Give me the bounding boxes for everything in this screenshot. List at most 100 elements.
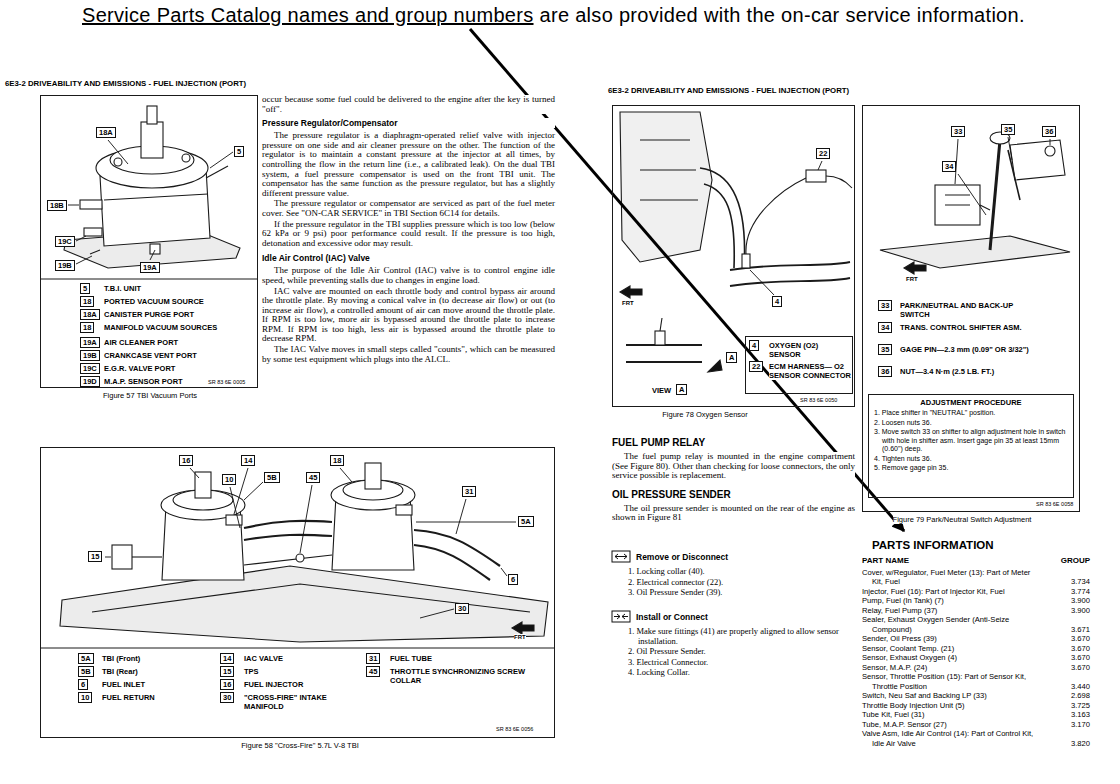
oxygen-sensor-illustration [660, 318, 662, 331]
leader-line [76, 256, 92, 264]
callout-number: 45 [306, 472, 320, 483]
source-code: SR 83 6E 0056 [496, 726, 533, 733]
legend-text: AIR CLEANER PORT [104, 338, 254, 347]
legend-text: FUEL INLET [102, 680, 214, 689]
leader-line [958, 174, 986, 215]
source-code: SR 83 6E 0058 [1036, 501, 1073, 508]
legend-key-number: 18A [83, 310, 97, 319]
legend-text: GAGE PIN—2.3 mm (0.09" OR 3/32") [900, 345, 1032, 354]
source-code: SR 83 6E 0005 [208, 379, 245, 386]
group-number: 3.734 [1071, 577, 1090, 587]
crossfire-tbi-illustration [226, 515, 242, 525]
leader-line [750, 270, 774, 295]
leader-line [420, 609, 454, 618]
shifter-illustration [980, 205, 990, 210]
group-number: 3.670 [1071, 653, 1090, 663]
callout-number: 18B [47, 200, 67, 211]
leader-line [955, 137, 1050, 215]
group-number: 3.774 [1071, 587, 1090, 597]
oxygen-sensor-illustration [700, 168, 745, 268]
tbi-illustration [84, 228, 102, 236]
legend-text: FUEL INJECTOR [244, 680, 360, 689]
shifter-illustration [945, 195, 970, 205]
tbi-illustration [141, 122, 163, 158]
tbi-illustration [147, 106, 157, 124]
part-name: Switch, Neu Saf and Backing LP (33) [862, 691, 1034, 701]
legend-key-number: 33 [881, 301, 889, 310]
legend-key: 19A [80, 337, 100, 348]
oxygen-sensor-illustration [626, 345, 702, 362]
part-name: Relay, Fuel Pump (37) [862, 606, 1034, 616]
leader-line [1050, 139, 1051, 145]
figure-caption: Figure 78 Oxygen Sensor [662, 410, 747, 419]
legend-key: 18 [80, 296, 94, 307]
callout-number: 35 [1001, 124, 1015, 135]
legend-text: ECM HARNESS— O2 SENSOR CONNECTOR [769, 362, 851, 380]
crossfire-tbi-illustration [414, 545, 490, 580]
table-header: PART NAME [862, 556, 909, 566]
callout-number: 18 [333, 456, 341, 465]
legend-key-number: 45 [369, 667, 377, 676]
callout-number: 36 [1042, 126, 1056, 137]
legend-text: PORTED VACUUM SOURCE [104, 297, 254, 306]
note-text: Service Parts Catalog names and group nu… [82, 4, 534, 26]
callout-number: 31 [465, 487, 473, 496]
legend-text: "CROSS-FIRE" INTAKE MANIFOLD [244, 693, 360, 711]
group-number: 3.670 [1071, 644, 1090, 654]
crossfire-tbi-illustration [396, 505, 412, 515]
legend-key: 19B [80, 350, 100, 361]
shifter-illustration [1010, 140, 1065, 180]
callout-number: 19B [58, 261, 72, 270]
leader-line [750, 161, 822, 295]
legend-key-number: 5 [83, 284, 87, 293]
crossfire-tbi-illustration [60, 566, 548, 642]
part-name: Sensor, Exhaust Oxygen (4) [862, 653, 1034, 663]
legend-key: 18A [80, 309, 100, 320]
tbi-illustration [150, 244, 160, 254]
legend-key: 5B [78, 666, 94, 677]
figure-frame: TBI (Front)TBI (Rear)FUEL INLETFUEL RETU… [40, 447, 555, 738]
part-name: Injector, Fuel (16): Part of Injector Ki… [862, 587, 1034, 597]
legend-text: E.G.R. VALVE PORT [104, 364, 254, 373]
procedure-step: 5. Remove gage pin 35. [874, 464, 1070, 473]
body-text: The purpose of the Idle Air Control (IAC… [262, 266, 555, 285]
legend-key: 14 [220, 653, 234, 664]
list-item: 4. Locking Collar. [628, 668, 855, 678]
legend-key-number: 4 [752, 341, 756, 350]
group-number: 3.725 [1071, 701, 1090, 711]
legend-key-number: 18 [83, 297, 91, 306]
legend-text: OXYGEN (O2) SENSOR [769, 341, 851, 359]
legend-key: 45 [366, 666, 380, 677]
legend-key: 35 [878, 344, 892, 355]
callout-number: 18A [96, 127, 116, 138]
callout-number: 5 [237, 147, 241, 156]
legend-key: 33 [878, 300, 892, 311]
callout-number: 19B [55, 260, 75, 271]
leader-line [340, 468, 352, 482]
legend-key-number: 30 [223, 693, 231, 702]
figure-caption: Figure 57 TBI Vacuum Ports [103, 391, 197, 400]
section-heading: FUEL PUMP RELAY [612, 437, 705, 449]
legend-key-number: 14 [223, 654, 231, 663]
crossfire-tbi-illustration [296, 554, 304, 562]
list-item: 1. Locking collar (40). [628, 567, 855, 577]
legend-text: TBI (Rear) [102, 667, 214, 676]
list-item: 1. Make sure fittings (41) are properly … [628, 627, 855, 646]
tbi-illustration [80, 200, 102, 209]
oxygen-sensor-illustration [730, 278, 850, 286]
legend-key-number: 16 [223, 680, 231, 689]
callout-number: 35 [1004, 125, 1012, 134]
procedure-step: 3. Move switch 33 on shifter to align ad… [874, 428, 1070, 454]
legend-key-number: 5B [81, 667, 91, 676]
legend-key-number: 34 [881, 323, 889, 332]
callout-number: 6 [511, 575, 515, 584]
legend-key: 5A [78, 653, 94, 664]
callout-number: A [679, 385, 684, 394]
figure-frame: T.B.I. UNITPORTED VACUUM SOURCECANISTER … [40, 95, 258, 388]
shifter-illustration [1045, 146, 1055, 156]
part-name: Sender, Oil Press (39) [862, 634, 1034, 644]
body-text: The IAC Valve moves in small steps calle… [262, 345, 555, 364]
legend-key-number: 15 [223, 667, 231, 676]
part-name: Pump, Fuel (In Tank) (7) [862, 596, 1034, 606]
